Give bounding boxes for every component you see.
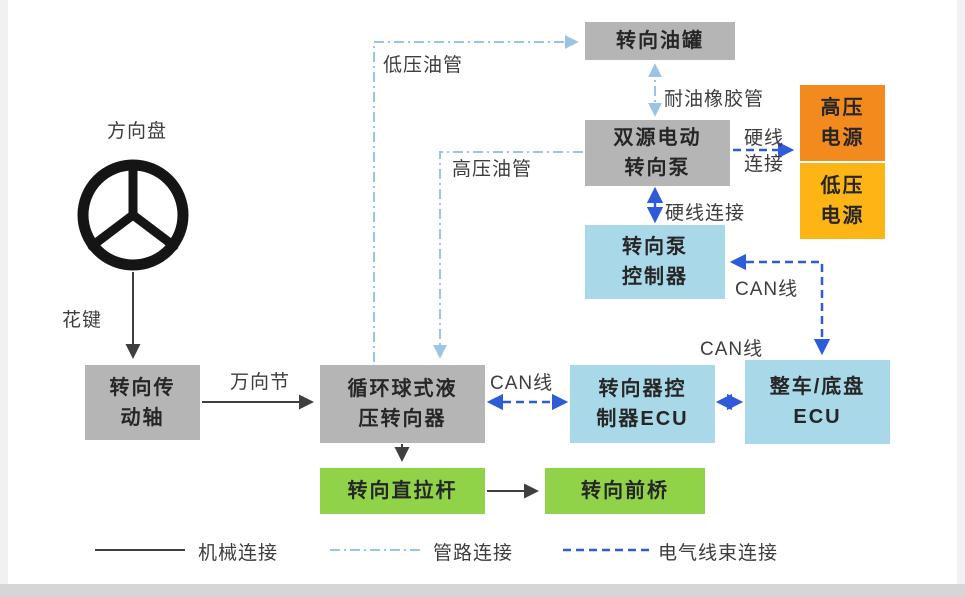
label-spline: 花键 — [62, 310, 103, 331]
node-pump-line1: 双源电动 — [613, 127, 702, 149]
node-lv-power: 低压 电源 — [800, 163, 885, 239]
label-hardwire-power-line2: 连接 — [744, 153, 785, 175]
node-lv-power-line1: 低压 — [820, 175, 865, 197]
bottom-border — [0, 584, 965, 597]
node-vehicle-ecu-line2: ECU — [793, 406, 842, 428]
label-can-pump: CAN线 — [735, 279, 799, 300]
right-border — [957, 0, 965, 597]
node-front-axle-label: 转向前桥 — [581, 480, 669, 502]
node-steering-shaft-line2: 动轴 — [120, 406, 165, 429]
node-gear-ecu: 转向器控 制器ECU — [570, 365, 715, 443]
label-oil-rubber-hose: 耐油橡胶管 — [664, 89, 765, 110]
label-can-gear: CAN线 — [490, 373, 554, 394]
node-gear-ecu-line2: 制器ECU — [596, 408, 689, 430]
node-pump-controller-line1: 转向泵 — [622, 236, 688, 258]
label-hardwire-controller: 硬线连接 — [665, 203, 746, 224]
node-pump-controller: 转向泵 控制器 — [585, 225, 725, 299]
node-hv-power-line1: 高压 — [820, 97, 865, 119]
legend-pipeline-label: 管路连接 — [433, 543, 514, 564]
node-pump-controller-line2: 控制器 — [622, 266, 688, 288]
label-can-ecu: CAN线 — [700, 339, 764, 360]
label-steering-wheel: 方向盘 — [107, 121, 168, 142]
edge-high-pressure-pipe — [433, 151, 583, 359]
legend-electrical-label: 电气线束连接 — [658, 543, 779, 564]
label-universal-joint: 万向节 — [230, 372, 291, 393]
node-oil-tank-label: 转向油罐 — [616, 30, 704, 52]
node-oil-tank: 转向油罐 — [585, 22, 735, 60]
label-high-pressure-pipe: 高压油管 — [452, 159, 533, 180]
node-pump-line2: 转向泵 — [624, 157, 691, 179]
node-steering-gear-line2: 压转向器 — [358, 408, 447, 430]
label-low-pressure-pipe: 低压油管 — [383, 55, 464, 76]
label-hardwire-power-line1: 硬线 — [744, 128, 785, 149]
legend-mechanical-label: 机械连接 — [198, 543, 279, 564]
node-vehicle-ecu-line1: 整车/底盘 — [769, 376, 866, 398]
node-steering-shaft-line1: 转向传 — [109, 376, 176, 399]
node-steering-shaft: 转向传 动轴 — [85, 365, 200, 440]
node-vehicle-ecu: 整车/底盘 ECU — [745, 360, 890, 444]
edge-low-pressure-pipe — [373, 35, 579, 362]
node-gear-ecu-line1: 转向器控 — [598, 378, 687, 400]
label-hardwire-power: 硬线 连接 — [744, 126, 800, 177]
node-steering-gear: 循环球式液 压转向器 — [320, 365, 485, 443]
node-drag-link: 转向直拉杆 — [320, 468, 485, 514]
left-border — [0, 0, 8, 597]
steering-wheel-icon — [77, 159, 189, 271]
node-pump: 双源电动 转向泵 — [585, 120, 730, 186]
node-hv-power-line2: 电源 — [820, 127, 865, 149]
node-front-axle: 转向前桥 — [545, 468, 705, 514]
node-drag-link-label: 转向直拉杆 — [347, 480, 458, 502]
node-hv-power: 高压 电源 — [800, 85, 885, 161]
node-steering-gear-line1: 循环球式液 — [347, 378, 458, 400]
node-lv-power-line2: 电源 — [820, 205, 865, 227]
